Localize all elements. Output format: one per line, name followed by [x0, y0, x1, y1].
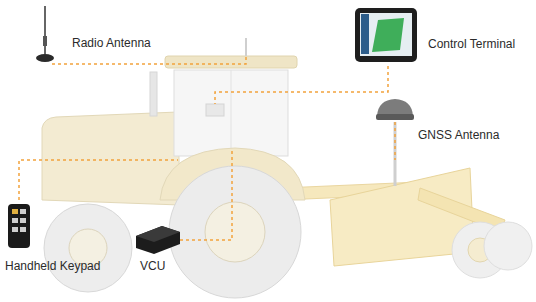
control-terminal: [355, 8, 417, 62]
field-map: [372, 18, 404, 52]
part-label: Control Terminal: [428, 37, 515, 51]
leader-line: [180, 150, 232, 240]
leader-line: [394, 122, 396, 160]
leader-line: [215, 66, 388, 104]
terminal-body: [355, 8, 417, 62]
grader-implement: [282, 122, 532, 278]
part-label: Radio Antenna: [72, 36, 151, 50]
vcu-unit: [136, 226, 180, 254]
keypad-button: [12, 227, 18, 232]
leader-line: [19, 160, 178, 200]
vcu-body: [136, 226, 180, 254]
cab-pillar: [231, 70, 232, 156]
rear-wheel: [169, 166, 301, 298]
leader-line: [52, 56, 246, 64]
rear-hub: [205, 202, 265, 262]
exhaust-pipe: [150, 72, 157, 116]
radio-antenna: [36, 6, 54, 62]
part-label: Handheld Keypad: [5, 259, 100, 273]
cab-display: [206, 104, 224, 116]
keypad-button: [12, 209, 18, 214]
keypad-button: [20, 218, 26, 223]
antenna-base: [36, 54, 54, 62]
gnss-antenna: [376, 99, 414, 120]
vcu-top: [136, 226, 180, 242]
roof-antenna: [245, 38, 247, 56]
gnss-base: [376, 114, 414, 120]
connection-lines: [19, 56, 395, 240]
implement-wheel: [484, 222, 532, 270]
cab-window: [174, 70, 288, 156]
gnss-dome: [377, 99, 413, 116]
keypad-body: [8, 204, 30, 248]
keypad-button: [12, 218, 18, 223]
front-wheel: [44, 204, 132, 292]
antenna-whip: [44, 6, 46, 54]
antenna-coil: [43, 36, 47, 46]
part-label: VCU: [140, 259, 165, 273]
part-label: GNSS Antenna: [418, 128, 499, 142]
terminal-screen: [360, 13, 412, 56]
handheld-keypad: [8, 204, 30, 248]
cab-roof: [165, 56, 297, 68]
screen-sidebar: [361, 14, 369, 54]
gnss-mast: [394, 122, 397, 186]
keypad-button: [20, 209, 26, 214]
keypad-button: [20, 227, 26, 232]
tractor-hood: [42, 112, 180, 205]
